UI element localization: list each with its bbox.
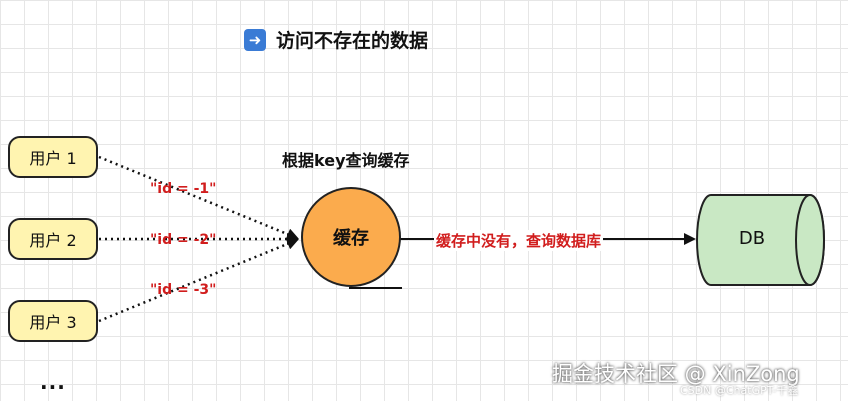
user-node-1: 用户 1 xyxy=(8,136,98,178)
user-node-2: 用户 2 xyxy=(8,218,98,260)
user-label-1: 用户 1 xyxy=(29,149,77,168)
diagram-title: ➜ 访问不存在的数据 xyxy=(244,26,428,53)
db-node-label: DB xyxy=(738,228,766,249)
user-node-3: 用户 3 xyxy=(8,300,98,342)
request-line-1 xyxy=(98,155,299,240)
right-arrow-icon: ➜ xyxy=(244,28,266,51)
request-label-3: "id = -3" xyxy=(150,282,217,298)
title-text: 访问不存在的数据 xyxy=(276,30,429,52)
user-label-2: 用户 2 xyxy=(29,231,77,250)
more-users-indicator: ... xyxy=(40,370,66,394)
cache-miss-label: 缓存中没有，查询数据库 xyxy=(434,230,604,251)
csdn-watermark: CSDN @ChatGPT-千鑫 xyxy=(680,384,799,397)
request-label-1: "id = -1" xyxy=(150,181,217,197)
request-line-3 xyxy=(98,238,299,323)
user-label-3: 用户 3 xyxy=(29,313,77,332)
request-label-2: "id = -2" xyxy=(150,232,217,248)
cache-node-label: 缓存 xyxy=(333,228,369,249)
cache-caption: 根据key查询缓存 xyxy=(282,151,410,170)
cache-node: 缓存 xyxy=(301,187,401,287)
db-cylinder xyxy=(696,194,825,286)
juejin-watermark: 掘金技术社区 @ XinZong xyxy=(552,362,800,386)
